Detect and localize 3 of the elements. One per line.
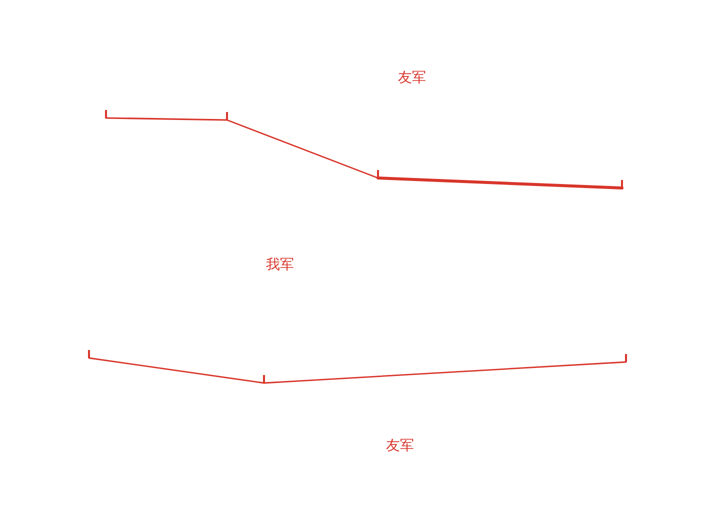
unit-label: 我军 — [266, 257, 294, 273]
unit-label: 友军 — [398, 70, 426, 86]
unit-label: 友军 — [386, 438, 414, 454]
